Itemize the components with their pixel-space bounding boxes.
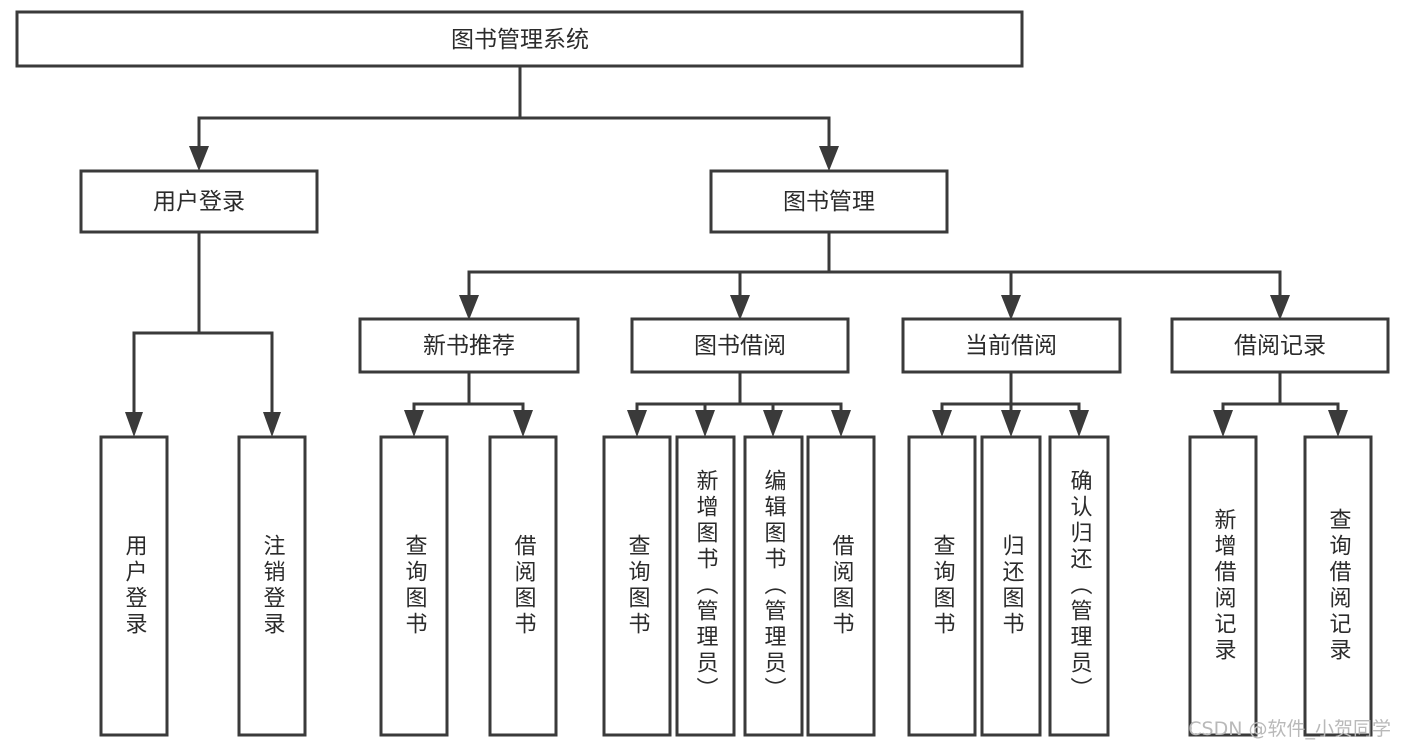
- arrow-head-leaf-edit-book: [763, 410, 783, 437]
- arrow-head-leaf-query-book-2: [627, 410, 647, 437]
- node-leaf-borrow-book-2-label: 借阅图书: [829, 534, 855, 638]
- node-leaf-add-record-label: 新增借阅记录: [1211, 508, 1237, 664]
- arrow-head-leaf-borrow-book-2: [831, 410, 851, 437]
- arrow-head-user-login: [189, 146, 209, 171]
- node-leaf-query-book-2-label: 查询图书: [625, 534, 651, 638]
- node-leaf-borrow-book-1-box[interactable]: [488, 435, 558, 737]
- arrow-head-leaf-query-record: [1328, 410, 1348, 437]
- node-borrow-record-box[interactable]: [1170, 317, 1390, 374]
- node-root-box[interactable]: [15, 10, 1024, 68]
- node-borrow-record[interactable]: 借阅记录: [1170, 317, 1390, 374]
- edge-group-book-mgmt: [459, 230, 1290, 320]
- arrow-head-leaf-confirm-return: [1069, 410, 1089, 437]
- node-borrow-record-label: 借阅记录: [1234, 333, 1326, 359]
- node-leaf-add-record[interactable]: 新增借阅记录: [1188, 435, 1258, 737]
- node-leaf-logout-box[interactable]: [237, 435, 307, 737]
- arrow-head-leaf-borrow-book-1: [513, 410, 533, 437]
- edge-group-root: [189, 64, 839, 171]
- node-leaf-user-login-box[interactable]: [99, 435, 169, 737]
- node-leaf-user-login-label: 用户登录: [122, 534, 148, 638]
- arrow-head-leaf-return-book: [1001, 410, 1021, 437]
- node-leaf-query-book-2-box[interactable]: [602, 435, 672, 737]
- node-leaf-query-record-box[interactable]: [1303, 435, 1373, 737]
- arrow-head-leaf-add-record: [1213, 410, 1233, 437]
- node-leaf-query-book-1-label: 查询图书: [402, 534, 428, 638]
- arrow-head-leaf-query-book-1: [404, 410, 424, 437]
- node-new-book-rec[interactable]: 新书推荐: [358, 317, 580, 374]
- arrow-head-new-book-rec: [459, 295, 479, 320]
- arrow-head-leaf-user-login: [125, 412, 143, 437]
- node-leaf-borrow-book-2-box[interactable]: [806, 435, 876, 737]
- node-leaf-add-book[interactable]: 新增图书（管理员）: [675, 435, 736, 737]
- edge-group-new-book-rec: [404, 370, 533, 437]
- node-leaf-add-record-box[interactable]: [1188, 435, 1258, 737]
- arrow-head-book-mgmt: [819, 146, 839, 171]
- node-leaf-query-book-3-label: 查询图书: [930, 534, 956, 638]
- arrow-head-book-borrow: [730, 295, 750, 320]
- node-leaf-add-book-label: 新增图书（管理员）: [693, 469, 719, 703]
- arrow-head-borrow-record: [1270, 295, 1290, 320]
- node-leaf-user-login[interactable]: 用户登录: [99, 435, 169, 737]
- node-book-mgmt-box[interactable]: [709, 169, 949, 234]
- node-leaf-return-book[interactable]: 归还图书: [980, 435, 1042, 737]
- node-current-borrow-label: 当前借阅: [965, 333, 1057, 359]
- node-leaf-edit-book-label: 编辑图书（管理员）: [761, 469, 787, 703]
- node-leaf-query-book-3-box[interactable]: [907, 435, 977, 737]
- node-leaf-add-book-box[interactable]: [675, 435, 736, 737]
- node-leaf-confirm-return-label: 确认归还（管理员）: [1067, 469, 1093, 703]
- node-book-mgmt[interactable]: 图书管理: [709, 169, 949, 234]
- node-book-borrow[interactable]: 图书借阅: [630, 317, 850, 374]
- node-leaf-return-book-box[interactable]: [980, 435, 1042, 737]
- node-leaf-query-record-label: 查询借阅记录: [1326, 508, 1352, 664]
- node-leaf-query-book-2[interactable]: 查询图书: [602, 435, 672, 737]
- edge-group-current-borrow: [932, 370, 1089, 437]
- node-leaf-borrow-book-1-label: 借阅图书: [511, 534, 537, 638]
- node-user-login[interactable]: 用户登录: [79, 169, 319, 234]
- node-user-login-box[interactable]: [79, 169, 319, 234]
- node-book-mgmt-label: 图书管理: [783, 189, 875, 215]
- node-leaf-confirm-return[interactable]: 确认归还（管理员）: [1048, 435, 1110, 737]
- node-leaf-return-book-label: 归还图书: [999, 534, 1025, 638]
- node-book-borrow-box[interactable]: [630, 317, 850, 374]
- node-leaf-logout[interactable]: 注销登录: [237, 435, 307, 737]
- edge-group-borrow-record: [1213, 370, 1348, 437]
- node-leaf-borrow-book-2[interactable]: 借阅图书: [806, 435, 876, 737]
- node-root[interactable]: 图书管理系统: [15, 10, 1024, 68]
- node-leaf-query-book-1-box[interactable]: [379, 435, 449, 737]
- edge-group-book-borrow: [627, 370, 851, 437]
- node-new-book-rec-box[interactable]: [358, 317, 580, 374]
- arrow-head-leaf-add-book: [695, 410, 715, 437]
- arrow-head-leaf-logout: [263, 412, 281, 437]
- node-current-borrow-box[interactable]: [901, 317, 1122, 374]
- node-user-login-label: 用户登录: [153, 189, 245, 215]
- node-current-borrow[interactable]: 当前借阅: [901, 317, 1122, 374]
- arrow-head-leaf-query-book-3: [932, 410, 952, 437]
- node-book-borrow-label: 图书借阅: [694, 333, 786, 359]
- arrow-head-current-borrow: [1001, 295, 1021, 320]
- node-leaf-query-record[interactable]: 查询借阅记录: [1303, 435, 1373, 737]
- edge-group-user-login: [125, 230, 281, 437]
- node-leaf-confirm-return-box[interactable]: [1048, 435, 1110, 737]
- node-leaf-edit-book-box[interactable]: [743, 435, 804, 737]
- node-leaf-logout-label: 注销登录: [260, 534, 286, 638]
- node-leaf-borrow-book-1[interactable]: 借阅图书: [488, 435, 558, 737]
- node-new-book-rec-label: 新书推荐: [423, 333, 515, 359]
- node-leaf-edit-book[interactable]: 编辑图书（管理员）: [743, 435, 804, 737]
- node-leaf-query-book-1[interactable]: 查询图书: [379, 435, 449, 737]
- node-leaf-query-book-3[interactable]: 查询图书: [907, 435, 977, 737]
- node-root-label: 图书管理系统: [451, 27, 589, 53]
